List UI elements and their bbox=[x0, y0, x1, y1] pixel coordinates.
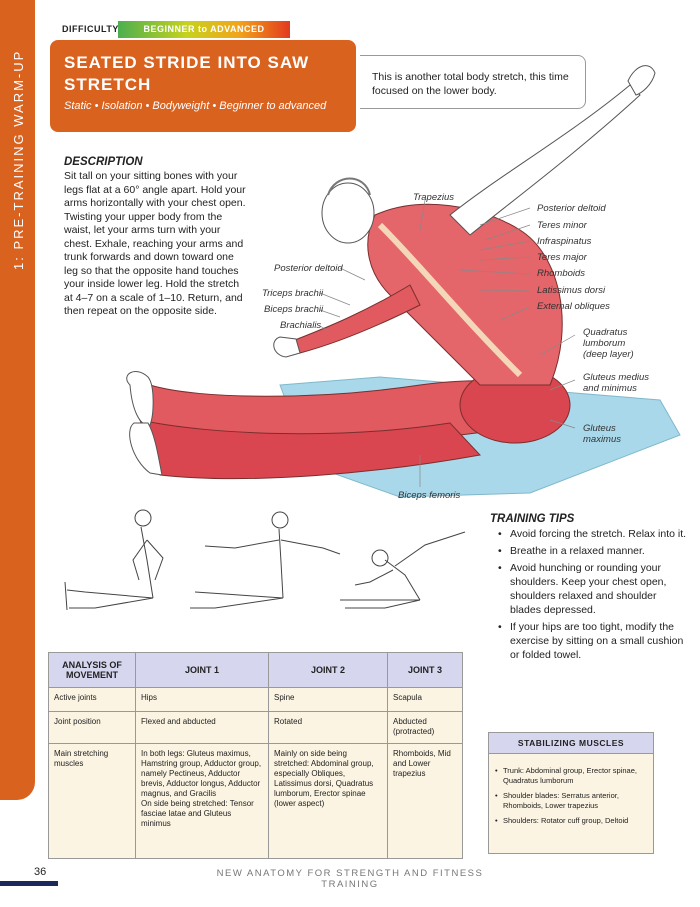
label-gluteus-medius: Gluteus medius bbox=[583, 372, 650, 383]
tip-item: Avoid forcing the stretch. Relax into it… bbox=[498, 527, 688, 541]
raised-arm bbox=[449, 84, 641, 236]
section-label: 1: PRE-TRAINING WARM-UP bbox=[11, 49, 26, 270]
analysis-table: ANALYSIS OF MOVEMENT JOINT 1 JOINT 2 JOI… bbox=[48, 652, 463, 859]
page-number-rule bbox=[0, 881, 58, 886]
joint3-header: JOINT 3 bbox=[387, 652, 463, 688]
table-row: Joint position Flexed and abducted Rotat… bbox=[48, 711, 463, 744]
label-posterior-deltoid-right: Posterior deltoid bbox=[537, 203, 606, 214]
label-teres-major: Teres major bbox=[537, 252, 587, 263]
head bbox=[321, 182, 375, 244]
table-cell: Rotated bbox=[268, 711, 388, 744]
left-foot bbox=[126, 371, 154, 426]
anatomy-illustration bbox=[126, 65, 681, 498]
label-deep-layer: (deep layer) bbox=[583, 349, 634, 360]
tip-item: Avoid hunching or rounding your shoulder… bbox=[498, 561, 688, 617]
book-title-footer: NEW ANATOMY FOR STRENGTH AND FITNESS TRA… bbox=[216, 868, 484, 890]
stabilizing-body: Trunk: Abdominal group, Erector spinae, … bbox=[489, 754, 653, 853]
figure-step-3 bbox=[340, 531, 466, 609]
lower-hand bbox=[273, 336, 301, 358]
label-quadratus: Quadratus bbox=[583, 327, 628, 338]
right-foot bbox=[129, 422, 163, 476]
table-cell: Main stretching muscles bbox=[48, 743, 136, 859]
label-gluteus: Gluteus bbox=[583, 423, 616, 434]
description-heading: DESCRIPTION bbox=[64, 156, 143, 168]
table-cell: Spine bbox=[268, 687, 388, 712]
label-biceps-brachii: Biceps brachii bbox=[264, 304, 324, 315]
movement-sequence-figures bbox=[64, 509, 466, 611]
table-cell: Hips bbox=[135, 687, 269, 712]
spine-line bbox=[377, 222, 523, 378]
difficulty-label: DIFFICULTY bbox=[62, 24, 119, 34]
tip-item: Breathe in a relaxed manner. bbox=[498, 544, 688, 558]
right-leg bbox=[139, 419, 481, 480]
tip-item: If your hips are too tight, modify the e… bbox=[498, 620, 688, 662]
list-item: Shoulders: Rotator cuff group, Deltoid bbox=[495, 816, 649, 826]
table-cell: Rhomboids, Mid and Lower trapezius bbox=[387, 743, 463, 859]
raised-hand bbox=[627, 65, 656, 96]
label-latissimus-dorsi: Latissimus dorsi bbox=[537, 285, 606, 296]
table-cell: Joint position bbox=[48, 711, 136, 744]
label-teres-minor: Teres minor bbox=[537, 220, 587, 231]
label-biceps-femoris: Biceps femoris bbox=[398, 490, 461, 501]
label-and-minimus: and minimus bbox=[583, 383, 637, 394]
training-tips-list: Avoid forcing the stretch. Relax into it… bbox=[498, 527, 688, 665]
section-sidebar: 1: PRE-TRAINING WARM-UP bbox=[0, 0, 35, 800]
exercise-subtitle: Static • Isolation • Bodyweight • Beginn… bbox=[64, 100, 327, 112]
joint1-header: JOINT 1 bbox=[135, 652, 269, 688]
table-row: Active joints Hips Spine Scapula bbox=[48, 687, 463, 712]
stabilizing-list: Trunk: Abdominal group, Erector spinae, … bbox=[489, 754, 653, 826]
table-cell: Scapula bbox=[387, 687, 463, 712]
table-cell: Active joints bbox=[48, 687, 136, 712]
hair bbox=[327, 177, 371, 196]
difficulty-bar: BEGINNER to ADVANCED bbox=[118, 21, 290, 38]
analysis-header: ANALYSIS OF MOVEMENT bbox=[48, 652, 136, 688]
table-cell: Mainly on side being stretched: Abdomina… bbox=[268, 743, 388, 859]
label-maximus: maximus bbox=[583, 434, 622, 445]
exercise-title-box: SEATED STRIDE INTO SAW STRETCH Static • … bbox=[50, 40, 356, 132]
training-tips-heading: TRAINING TIPS bbox=[490, 513, 575, 525]
exercise-title: SEATED STRIDE INTO SAW STRETCH bbox=[64, 53, 310, 94]
table-cell: Abducted (protracted) bbox=[387, 711, 463, 744]
label-infraspinatus: Infraspinatus bbox=[537, 236, 592, 247]
stabilizing-muscles-box: STABILIZING MUSCLES Trunk: Abdominal gro… bbox=[488, 732, 654, 854]
description-text: Sit tall on your sitting bones with your… bbox=[64, 170, 246, 317]
intro-box: This is another total body stretch, this… bbox=[360, 55, 586, 109]
page-number: 36 bbox=[34, 866, 47, 878]
label-external-obliques: External obliques bbox=[537, 301, 610, 312]
table-cell: Flexed and abducted bbox=[135, 711, 269, 744]
table-cell: In both legs: Gluteus maximus, Hamstring… bbox=[135, 743, 269, 859]
table-row: Main stretching muscles In both legs: Gl… bbox=[48, 743, 463, 859]
list-item: Trunk: Abdominal group, Erector spinae, … bbox=[495, 766, 649, 786]
joint2-header: JOINT 2 bbox=[268, 652, 388, 688]
stabilizing-heading: STABILIZING MUSCLES bbox=[489, 733, 653, 754]
joint1-stretch-text: In both legs: Gluteus maximus, Hamstring… bbox=[141, 749, 262, 798]
label-trapezius: Trapezius bbox=[413, 192, 455, 203]
list-item: Shoulder blades: Serratus anterior, Rhom… bbox=[495, 791, 649, 811]
label-rhomboids: Rhomboids bbox=[537, 268, 586, 279]
intro-text: This is another total body stretch, this… bbox=[372, 71, 569, 97]
label-brachialis: Brachialis bbox=[280, 320, 322, 331]
figure-step-2 bbox=[190, 511, 341, 609]
label-triceps-brachii: Triceps brachii bbox=[262, 288, 324, 299]
figure-step-1 bbox=[64, 509, 164, 611]
label-lumborum: lumborum bbox=[583, 338, 626, 349]
joint1-stretch-note: On side being stretched: Tensor fasciae … bbox=[141, 799, 254, 828]
label-posterior-deltoid-left: Posterior deltoid bbox=[274, 263, 343, 274]
